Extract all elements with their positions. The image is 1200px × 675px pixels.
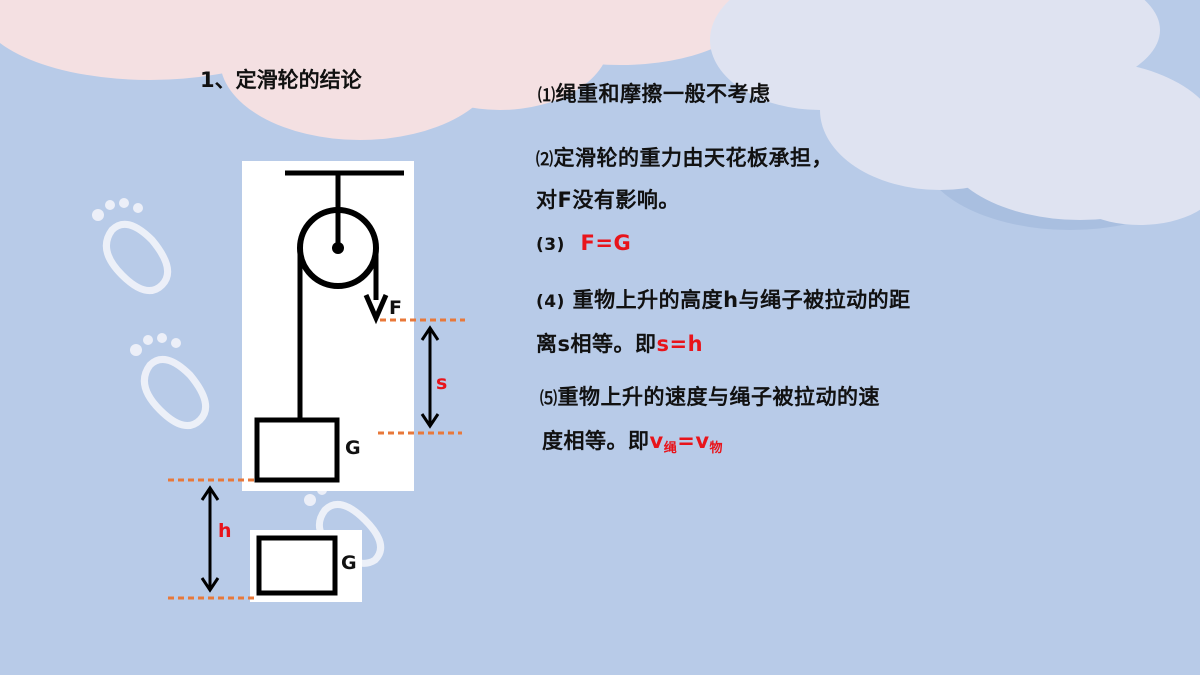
page-title: 1、定滑轮的结论	[200, 68, 362, 92]
pulley-axle	[332, 242, 344, 254]
h-label: h	[218, 520, 232, 542]
point-5: ⑸重物上升的速度与绳子被拉动的速	[540, 385, 880, 409]
point-2: ⑵定滑轮的重力由天花板承担，	[536, 146, 833, 170]
velocity-formula: v绳=v物	[649, 429, 724, 456]
point-4: (4) 重物上升的高度h与绳子被拉动的距	[536, 288, 911, 312]
pink-cloud	[0, 0, 780, 140]
dashed-guides	[168, 318, 465, 600]
h-arrow	[200, 485, 220, 593]
s-label: s	[436, 372, 448, 394]
weight-label-bottom: G	[341, 552, 357, 574]
weight-top	[254, 417, 340, 483]
weight-bottom	[256, 535, 338, 596]
white-cloud	[710, 0, 1200, 230]
weight-label-top: G	[345, 437, 361, 459]
point-5-cont: 度相等。即v绳=v物	[542, 429, 724, 456]
point-4-cont: 离s相等。即s=h	[536, 332, 704, 356]
diagram-panel-bottom	[250, 530, 362, 602]
point-1: ⑴绳重和摩擦一般不考虑	[538, 82, 771, 106]
force-label: F	[389, 297, 402, 319]
point-3: (3) F=G	[536, 231, 632, 255]
point-2-cont: 对F没有影响。	[536, 188, 680, 212]
footprint-toes	[92, 198, 327, 506]
s-arrow	[420, 325, 440, 429]
force-arrow	[363, 294, 389, 325]
diagram-panel-top	[242, 161, 414, 491]
